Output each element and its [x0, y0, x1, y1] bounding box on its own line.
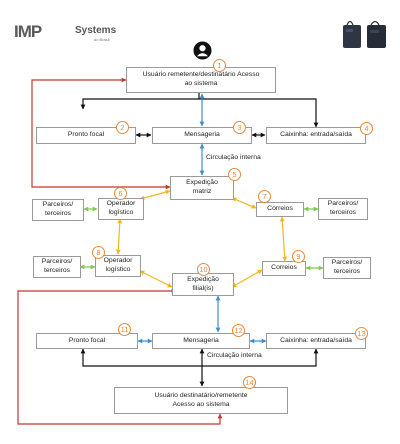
- internal-circulation-label-top: Circulação interna: [205, 154, 262, 161]
- line-7-9: [279, 216, 288, 262]
- box-9-partners: Parceiros/terceiros: [323, 257, 371, 279]
- step-number-2: 2: [116, 121, 129, 134]
- step-number-1: 1: [213, 59, 226, 72]
- box-9-post-office: Correios: [262, 261, 306, 276]
- line-red-top: [31, 77, 171, 190]
- line-5-7: [231, 197, 257, 209]
- step-number-4: 4: [360, 122, 373, 135]
- box-2-focal-point: Pronto focal: [36, 127, 136, 144]
- box-6-partners: Parceiros/terceiros: [32, 199, 84, 221]
- line-bottom-bus: [80, 348, 319, 367]
- box-7-post-office: Correios: [256, 202, 304, 217]
- box-4-inbox: Caixinha: entrada/saída: [266, 127, 366, 144]
- step-number-8: 8: [92, 246, 105, 259]
- box-7-partners: Parceiros/terceiros: [318, 198, 368, 220]
- step-number-13: 13: [355, 327, 368, 340]
- box-11-focal-point: Pronto focal: [36, 333, 138, 349]
- logo-subtitle: do Brasil: [94, 37, 110, 42]
- bags-icon: [343, 20, 386, 48]
- line-8-10: [139, 270, 173, 288]
- step-number-10: 10: [197, 263, 210, 276]
- box-3-messaging: Mensageria: [152, 127, 252, 144]
- step-number-5: 5: [228, 168, 241, 181]
- logo-name: Systems: [75, 25, 117, 36]
- line-5-6: [139, 189, 171, 201]
- imp-systems-logo: IMP Systems do Brasil: [14, 20, 124, 44]
- line-red-bottom: [17, 288, 223, 425]
- logo-mark: IMP: [14, 22, 42, 41]
- step-number-7: 7: [258, 190, 271, 203]
- box-12-messaging: Mensageria: [152, 333, 250, 349]
- step-number-11: 11: [118, 323, 131, 336]
- step-number-9: 9: [292, 250, 305, 263]
- line-6-8: [115, 218, 123, 255]
- internal-circulation-label-bottom: Circulação interna: [206, 352, 263, 359]
- box-13-inbox: Caixinha: entrada/saída: [266, 333, 366, 349]
- box-8-partners: Parceiros/terceiros: [33, 256, 81, 278]
- step-number-14: 14: [243, 376, 256, 389]
- step-number-12: 12: [232, 324, 245, 337]
- step-number-6: 6: [114, 187, 127, 200]
- line-9-10: [231, 269, 263, 288]
- user-icon: [193, 41, 212, 60]
- step-number-3: 3: [233, 121, 246, 134]
